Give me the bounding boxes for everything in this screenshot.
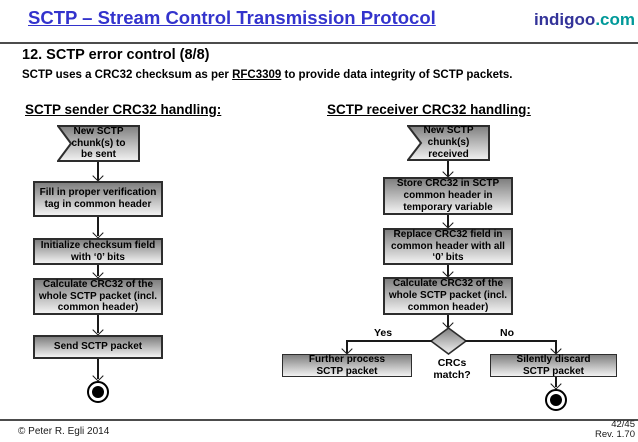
- page-info: 42/45 Rev. 1.70: [595, 419, 635, 441]
- brand-logo: indigoo.com: [534, 10, 635, 30]
- subtitle-text-before: SCTP uses a CRC32 checksum as per: [22, 69, 233, 81]
- arrow-down-icon: [442, 217, 454, 229]
- flow-line: [97, 359, 99, 379]
- arrow-down-icon: [92, 324, 104, 336]
- no-result-box: Silently discard SCTP packet: [490, 354, 617, 377]
- receiver-end-node-icon: [545, 389, 567, 411]
- revision-number: Rev. 1.70: [595, 429, 635, 441]
- signal-receipt-shape-icon: [407, 125, 490, 161]
- flow-line: [97, 162, 99, 180]
- section-subtitle: SCTP uses a CRC32 checksum as per RFC330…: [22, 69, 512, 81]
- rfc3309-link[interactable]: RFC3309: [232, 69, 282, 81]
- flow-line: [346, 340, 348, 353]
- copyright-text: © Peter R. Egli 2014: [18, 426, 110, 437]
- yes-branch-label: Yes: [373, 327, 393, 339]
- sender-step-3: Calculate CRC32 of the whole SCTP packet…: [33, 278, 163, 315]
- flow-line: [447, 215, 449, 227]
- brand-logo-name: indigoo: [533, 10, 596, 29]
- sender-start-node: New SCTP chunk(s) to be sent: [57, 125, 140, 162]
- receiver-step-1: Store CRC32 in SCTP common header in tem…: [383, 177, 513, 215]
- sender-start-label: New SCTP chunk(s) to be sent: [71, 125, 126, 161]
- sender-end-node-icon: [87, 381, 109, 403]
- receiver-start-node: New SCTP chunk(s) received: [407, 125, 490, 161]
- arrow-down-icon: [442, 166, 454, 178]
- page-number: 42/45: [611, 419, 635, 430]
- receiver-flow-heading: SCTP receiver CRC32 handling:: [327, 102, 531, 117]
- sender-step-4: Send SCTP packet: [33, 335, 163, 359]
- decision-label: CRCs match?: [433, 357, 471, 382]
- arrow-down-icon: [442, 266, 454, 278]
- flow-line: [97, 217, 99, 236]
- sender-step-1: Fill in proper verification tag in commo…: [33, 181, 163, 217]
- receiver-start-label: New SCTP chunk(s) received: [423, 125, 474, 160]
- receiver-step-3: Calculate CRC32 of the whole SCTP packet…: [383, 277, 513, 315]
- decision-node: [430, 327, 467, 355]
- flow-line: [447, 161, 449, 176]
- arrow-down-icon: [92, 370, 104, 382]
- arrow-down-icon: [550, 378, 562, 390]
- brand-logo-tld: .com: [595, 10, 635, 29]
- flow-line: [555, 340, 557, 353]
- receiver-step-2: Replace CRC32 field in common header wit…: [383, 228, 513, 265]
- flow-line: [97, 315, 99, 333]
- decision-diamond-icon: [430, 327, 467, 355]
- yes-result-box: Further process SCTP packet: [282, 354, 412, 377]
- flow-line: [447, 265, 449, 276]
- page-title: SCTP – Stream Control Transmission Proto…: [28, 7, 436, 28]
- subtitle-text-after: to provide data integrity of SCTP packet…: [281, 69, 513, 81]
- arrow-down-icon: [92, 170, 104, 182]
- flow-line: [346, 340, 432, 342]
- signal-receipt-shape-icon: [57, 125, 140, 162]
- sender-step-2: Initialize checksum field with ‘0’ bits: [33, 238, 163, 265]
- flow-line: [465, 340, 556, 342]
- flow-line: [97, 265, 99, 276]
- section-title: 12. SCTP error control (8/8): [22, 47, 210, 63]
- sender-flow-heading: SCTP sender CRC32 handling:: [25, 102, 222, 117]
- flow-line: [447, 315, 449, 327]
- flow-line: [555, 377, 557, 387]
- arrow-down-icon: [92, 227, 104, 239]
- no-branch-label: No: [500, 327, 514, 339]
- footer-divider: [0, 419, 638, 421]
- header-divider: [0, 42, 638, 44]
- arrow-down-icon: [92, 267, 104, 279]
